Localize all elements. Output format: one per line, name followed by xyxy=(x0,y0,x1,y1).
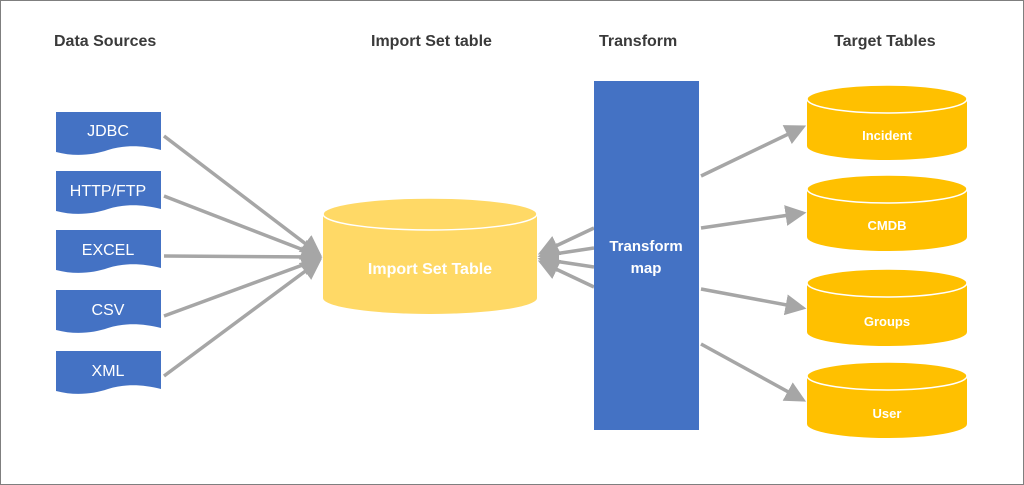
target-cmdb-label: CMDB xyxy=(868,218,907,233)
target-arrows xyxy=(700,125,807,402)
transform-map-label-line1: Transform xyxy=(609,238,682,255)
data-source-http-ftp-label: HTTP/FTP xyxy=(70,183,146,200)
target-incident: Incident xyxy=(806,84,968,160)
data-source-csv-label: CSV xyxy=(92,302,125,319)
arrow-transform-to-import-4 xyxy=(537,259,595,289)
data-source-http-ftp: HTTP/FTP xyxy=(56,171,161,214)
target-groups-label: Groups xyxy=(864,314,910,329)
data-source-jdbc-label: JDBC xyxy=(87,123,129,140)
arrow-csv-to-import xyxy=(163,255,323,318)
arrow-jdbc-to-import xyxy=(162,134,322,257)
import-set-table-label: Import Set Table xyxy=(368,261,492,278)
heading-import-set-table: Import Set table xyxy=(371,33,492,50)
target-groups: Groups xyxy=(806,268,968,346)
target-cmdb: CMDB xyxy=(806,174,968,251)
import-set-table-cylinder: Import Set Table xyxy=(322,197,538,314)
data-source-xml-label: XML xyxy=(92,363,125,380)
target-user: User xyxy=(806,361,968,438)
transform-arrows xyxy=(537,226,595,289)
data-source-excel: EXCEL xyxy=(56,230,161,273)
heading-target-tables: Target Tables xyxy=(834,33,936,50)
arrow-httpftp-to-import xyxy=(163,194,323,260)
target-incident-label: Incident xyxy=(862,128,913,143)
target-user-label: User xyxy=(873,406,902,421)
arrow-xml-to-import xyxy=(162,258,322,378)
transform-map-label-line2: map xyxy=(631,260,662,277)
data-source-xml: XML xyxy=(56,351,161,394)
heading-data-sources: Data Sources xyxy=(54,33,157,50)
arrow-transform-to-user xyxy=(700,342,807,402)
arrow-excel-to-import xyxy=(163,246,323,268)
data-source-csv: CSV xyxy=(56,290,161,333)
arrow-transform-to-groups xyxy=(700,287,807,316)
arrow-transform-to-incident xyxy=(700,125,807,178)
heading-transform: Transform xyxy=(599,33,678,50)
transform-map-box: Transform map xyxy=(594,81,699,430)
source-arrows xyxy=(162,134,323,378)
arrow-transform-to-cmdb xyxy=(700,205,807,230)
data-source-jdbc: JDBC xyxy=(56,112,161,155)
data-source-excel-label: EXCEL xyxy=(82,242,135,259)
